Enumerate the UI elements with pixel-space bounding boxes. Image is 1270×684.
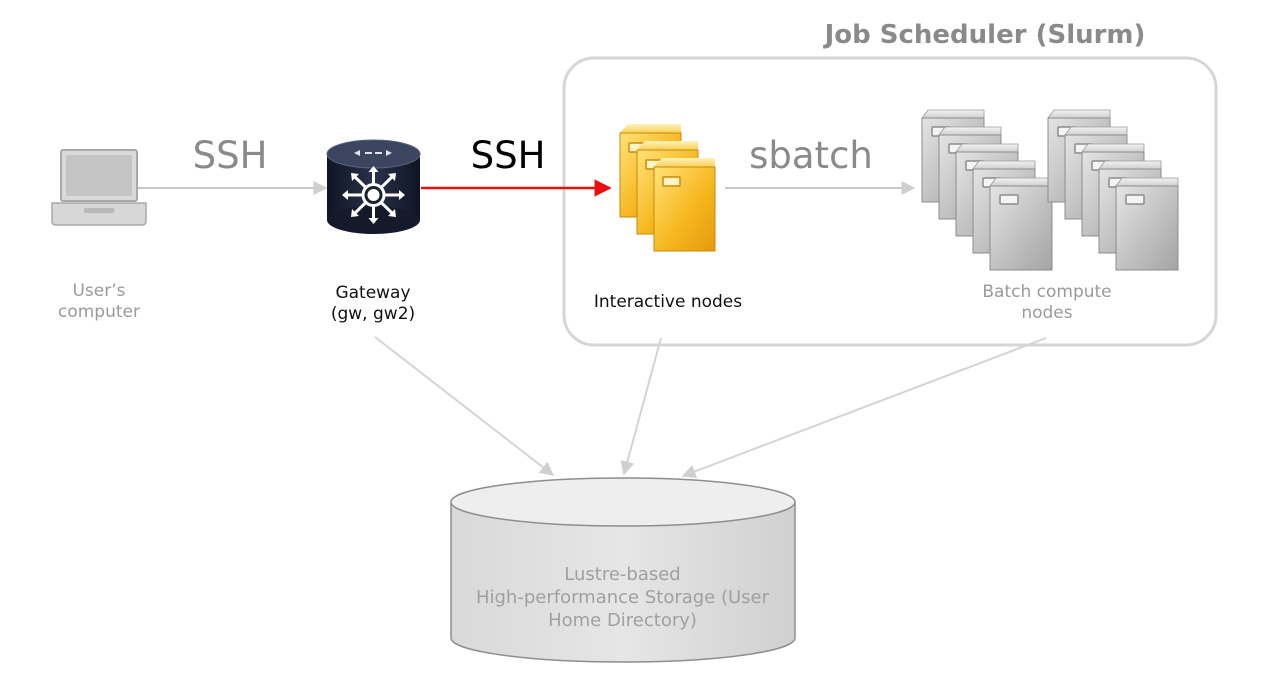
batch-nodes-label: Batch compute nodes — [982, 282, 1112, 324]
laptop-icon — [51, 149, 147, 226]
gateway-to-interactive-edge-label: SSH — [470, 134, 546, 177]
batch-server-icon — [1115, 177, 1179, 271]
batch-server-icon — [989, 177, 1053, 271]
server-stack-icon — [619, 124, 716, 252]
scheduler-group-title: Job Scheduler (Slurm) — [824, 20, 1146, 50]
user-computer-label: User’s computer — [58, 281, 140, 323]
gateway-to-storage-connector — [374, 336, 555, 476]
gateway-label: Gateway (gw, gw2) — [330, 283, 416, 325]
user-to-gateway-edge-label: SSH — [192, 134, 268, 177]
server-cluster-icon — [921, 109, 1179, 271]
database-cylinder-icon — [450, 477, 796, 663]
interactive-to-storage-connector — [620, 337, 662, 476]
router-icon — [326, 139, 421, 234]
interactive-nodes-label: Interactive nodes — [593, 292, 743, 312]
scheduler-group-frame — [562, 56, 1218, 347]
batch-to-storage-connector — [681, 337, 1047, 479]
storage-label: Lustre-based High-performance Storage (U… — [475, 564, 770, 631]
interactive-to-batch-edge-label: sbatch — [749, 134, 873, 177]
